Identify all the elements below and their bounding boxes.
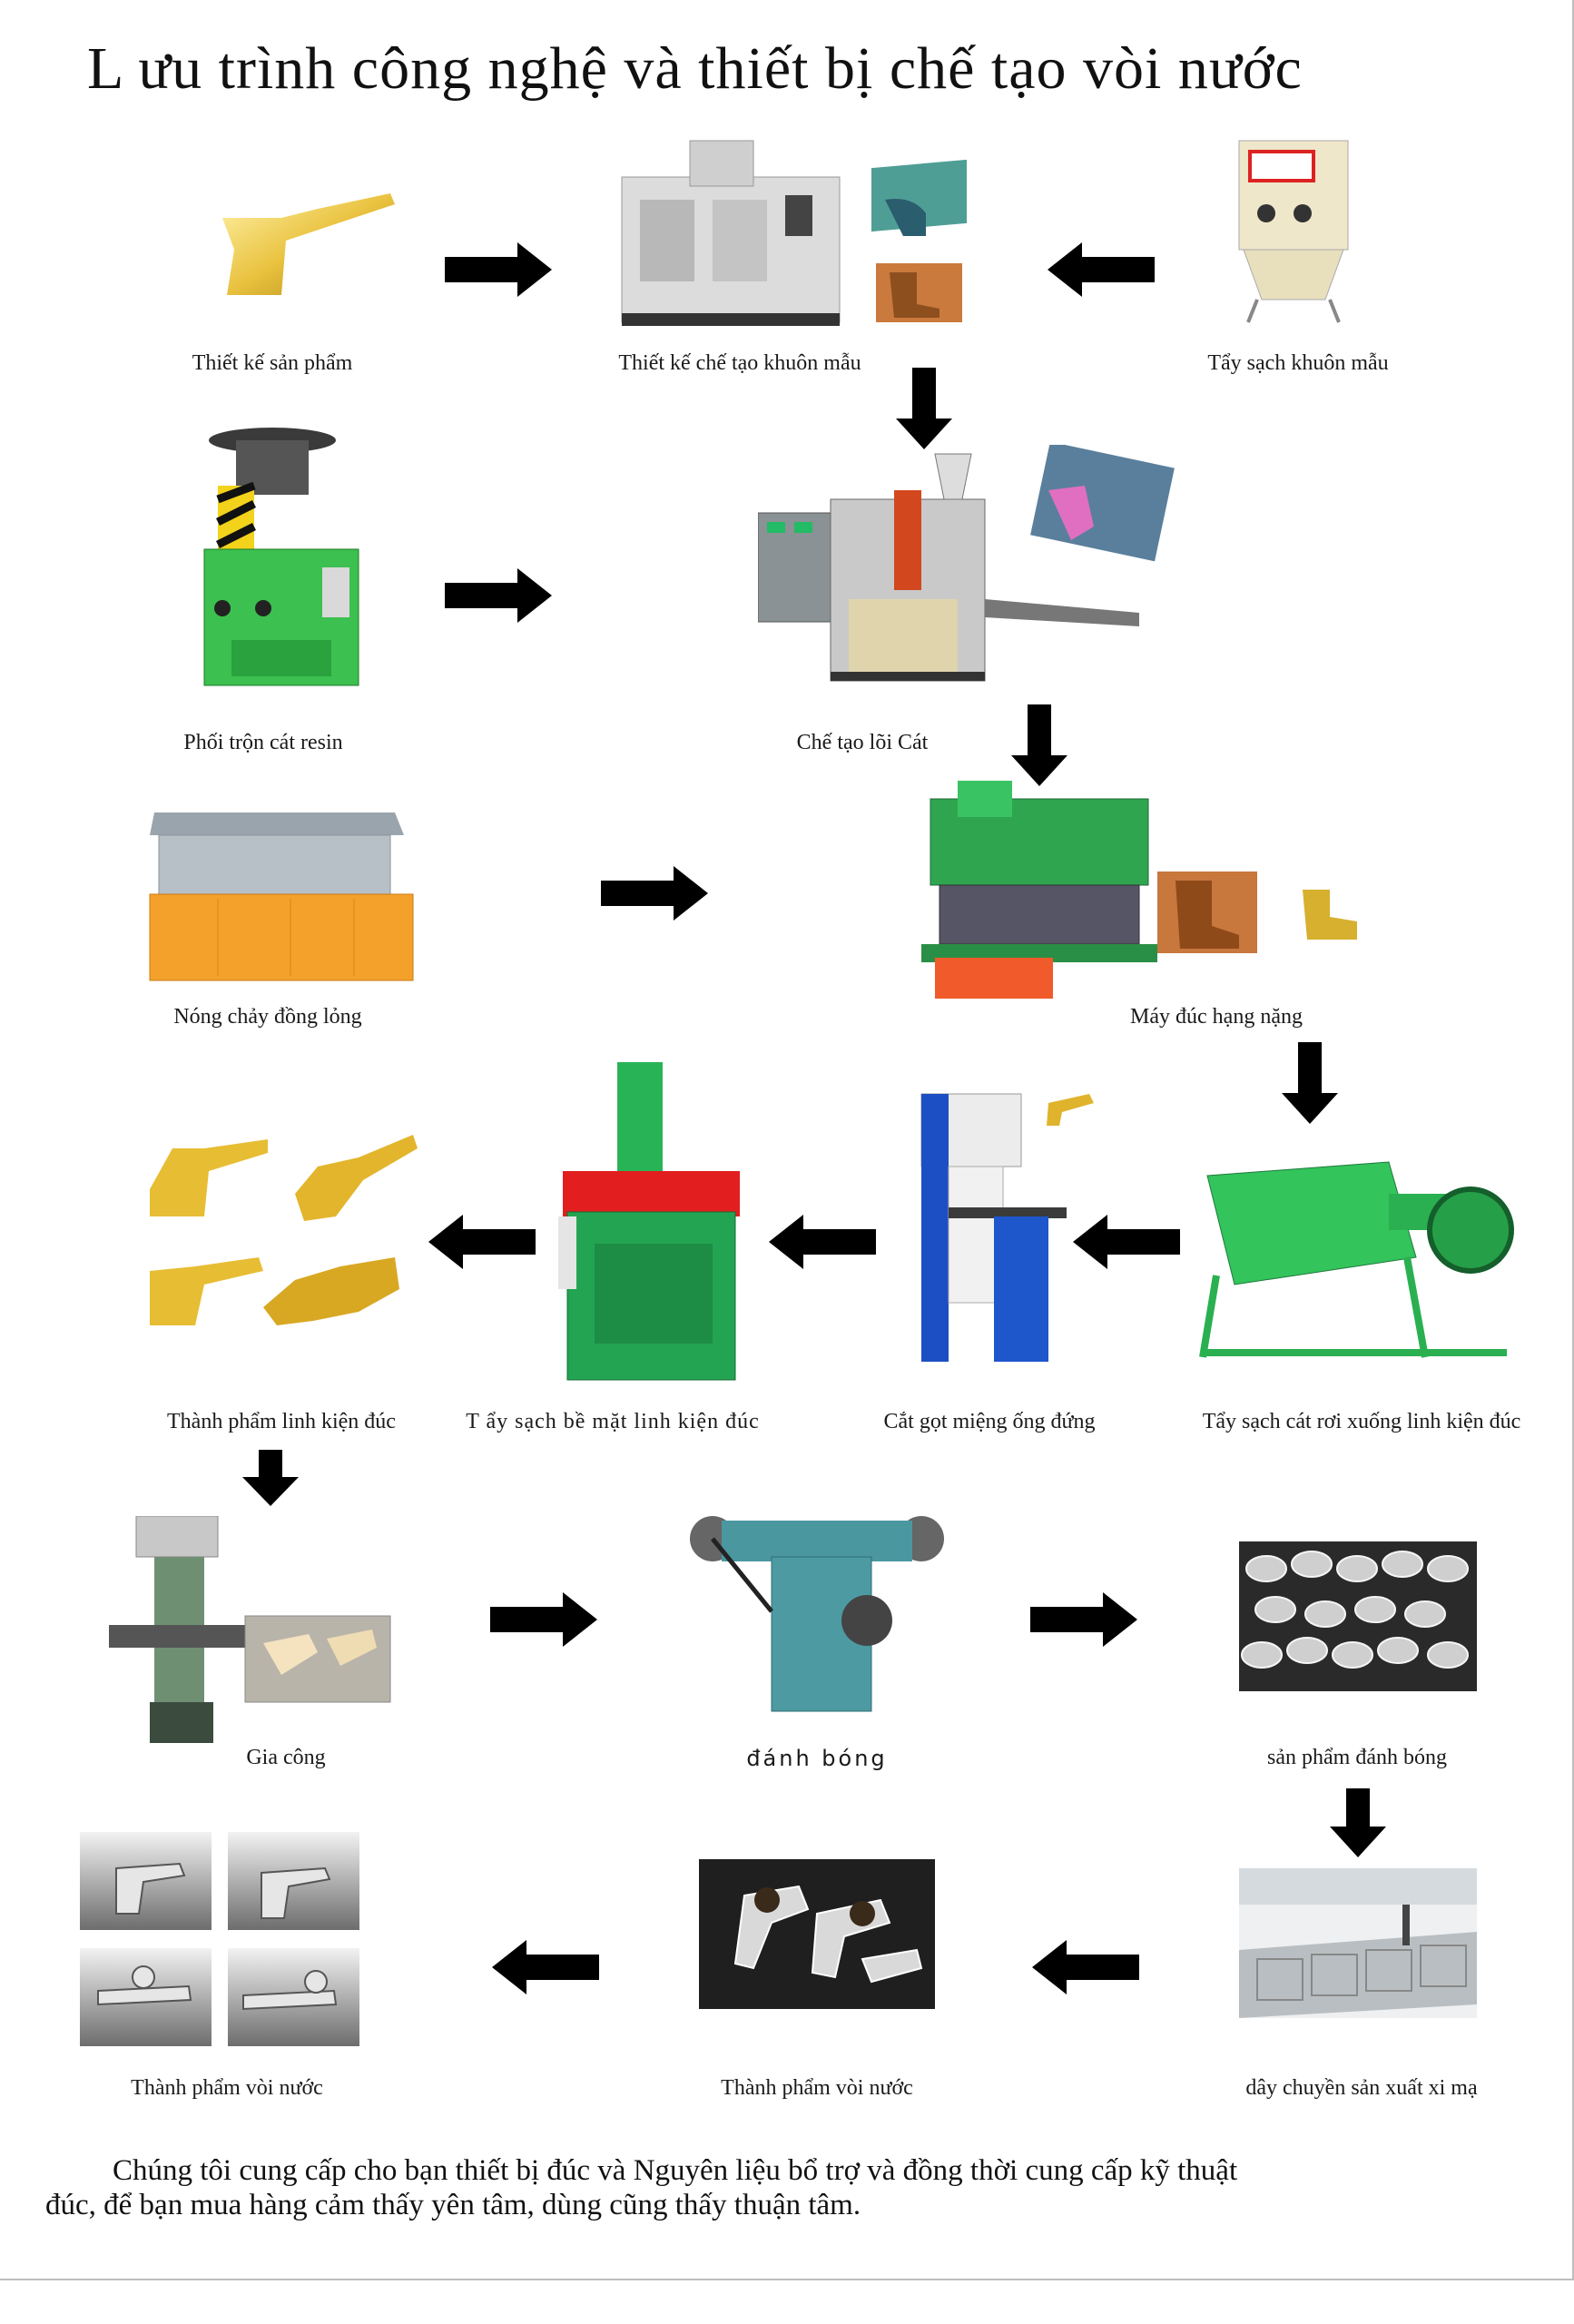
page-title: L ưu trình công nghệ và thiết bị chế tạo… <box>87 35 1303 102</box>
step-sand-core <box>758 445 1194 699</box>
drum-cleaner-icon <box>1199 1161 1514 1358</box>
footer-text: Chúng tôi cung cấp cho bạn thiết bị đúc … <box>45 2153 1498 2222</box>
arrow-down-icon <box>1011 704 1067 786</box>
step-label: đánh bóng <box>746 1746 888 1771</box>
sandblaster-icon <box>1238 140 1349 323</box>
step-label: Nóng chảy đồng lỏng <box>173 1005 362 1029</box>
step-label: Phối trộn cát resin <box>183 731 343 754</box>
core-shooter-icon <box>758 445 1175 682</box>
step-plating-line <box>1239 1868 1477 2018</box>
arrow-left-icon <box>1073 1215 1180 1269</box>
plating-line-icon <box>1239 1868 1477 2018</box>
sand-mixer-icon <box>203 428 359 686</box>
step-label: Máy đúc hạng nặng <box>1130 1005 1303 1029</box>
arrow-down-icon <box>896 368 952 449</box>
footer-line-1: Chúng tôi cung cấp cho bạn thiết bị đúc … <box>113 2154 1238 2187</box>
step-casting <box>903 781 1366 1012</box>
step-polished-product <box>1239 1541 1477 1691</box>
step-polishing <box>685 1502 949 1720</box>
arrow-left-icon <box>769 1215 876 1269</box>
finished-faucets-icon <box>80 1832 359 2046</box>
melting-furnace-icon <box>149 812 414 981</box>
step-cast-parts <box>141 1130 422 1339</box>
step-resin-mixing <box>195 422 368 694</box>
step-label: Thiết kế chế tạo khuôn mẫu <box>618 351 861 375</box>
step-mold-design <box>613 127 976 336</box>
step-label: T ẩy sạch bề mặt linh kiện đúc <box>466 1410 760 1433</box>
step-finished-faucets <box>80 1832 361 2050</box>
arrow-down-icon <box>1330 1788 1386 1857</box>
step-product-design <box>209 186 399 304</box>
arrow-down-icon <box>1282 1042 1338 1124</box>
arrow-left-icon <box>428 1215 536 1269</box>
step-label: sản phẩm đánh bóng <box>1267 1746 1447 1769</box>
step-machining <box>100 1516 399 1748</box>
step-label: Cắt gọt miệng ống đứng <box>883 1410 1096 1433</box>
footer-line-2: đúc, để bạn mua hàng cảm thấy yên tâm, d… <box>45 2189 861 2221</box>
cast-parts-icon <box>150 1135 418 1325</box>
step-label: Tẩy sạch cát rơi xuống linh kiện đúc <box>1202 1410 1521 1433</box>
step-label: dây chuyền sản xuất xi mạ <box>1245 2076 1478 2100</box>
arrow-right-icon <box>445 242 552 297</box>
cnc-machine-icon <box>621 140 967 326</box>
polished-parts-icon <box>1239 1541 1477 1691</box>
step-label: Gia công <box>246 1746 326 1769</box>
step-label: Thành phẩm linh kiện đúc <box>167 1410 396 1433</box>
casting-machine-icon <box>921 781 1357 999</box>
step-plated-faucets <box>699 1859 935 2009</box>
step-surface-cleaning <box>558 1062 740 1389</box>
milling-machine-icon <box>109 1516 391 1743</box>
step-melting <box>145 808 418 985</box>
polishing-machine-icon <box>690 1516 944 1712</box>
arrow-left-icon <box>1048 242 1155 297</box>
step-label: Thiết kế sản phẩm <box>192 351 353 375</box>
step-label: Thành phẩm vòi nước <box>131 2076 323 2100</box>
arrow-right-icon <box>601 866 708 921</box>
arrow-down-icon <box>242 1450 299 1506</box>
step-mold-cleaning <box>1230 132 1357 327</box>
arrow-right-icon <box>445 568 552 623</box>
step-sprue-cutting <box>894 1085 1112 1366</box>
arrow-right-icon <box>1030 1592 1137 1647</box>
arrow-left-icon <box>492 1940 599 1994</box>
step-sand-removal <box>1198 1139 1520 1362</box>
plated-faucet-icon <box>699 1859 935 2009</box>
band-saw-icon <box>920 1093 1094 1362</box>
faucet-design-icon <box>222 193 395 295</box>
shot-blaster-icon <box>558 1062 740 1381</box>
arrow-right-icon <box>490 1592 597 1647</box>
arrow-left-icon <box>1032 1940 1139 1994</box>
step-label: Thành phẩm vòi nước <box>721 2076 913 2100</box>
step-label: Tẩy sạch khuôn mẫu <box>1207 351 1389 375</box>
step-label: Chế tạo lõi Cát <box>796 731 929 754</box>
